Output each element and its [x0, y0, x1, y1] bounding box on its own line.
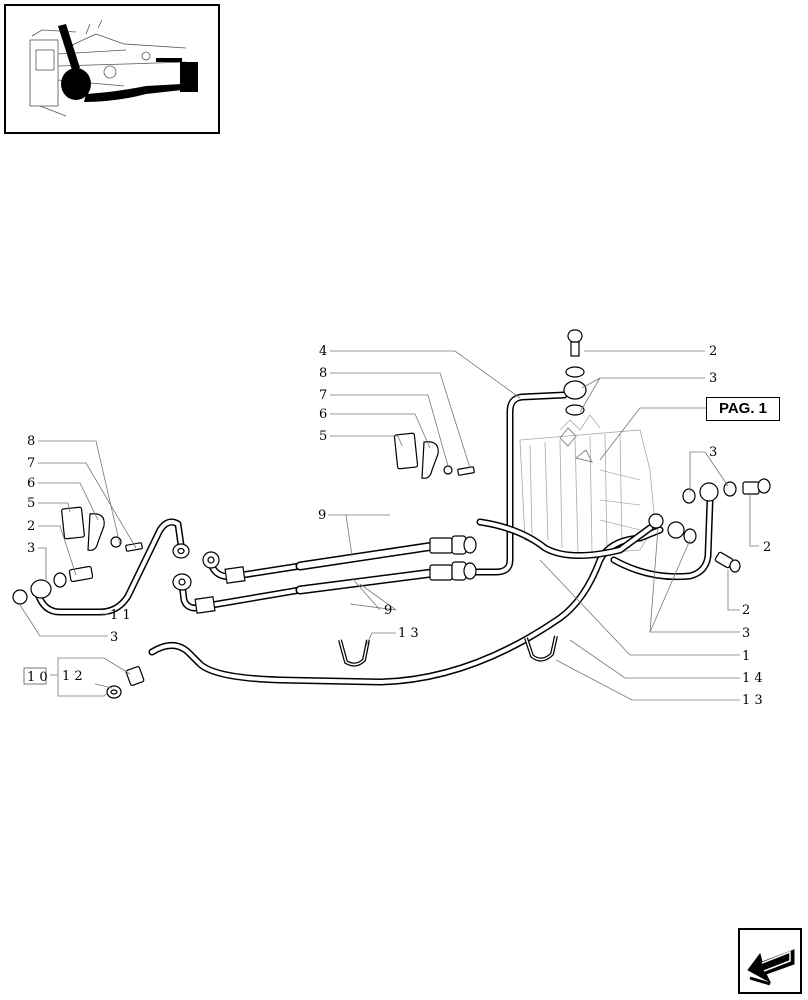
callout-13: 1 3	[742, 693, 763, 708]
hose-9-lower	[178, 561, 477, 614]
pipe-14	[148, 526, 664, 686]
leader-lines	[19, 350, 759, 701]
callout-3: 3	[110, 630, 118, 645]
banjo-fitting-top	[563, 329, 587, 416]
banjo-fitting-lower-right	[648, 513, 741, 573]
callout-11: 1 1	[110, 608, 131, 623]
callout-8: 8	[319, 366, 327, 381]
callout-2: 2	[709, 344, 717, 359]
clamp-assembly-left	[61, 506, 143, 552]
banjo-fitting-left	[12, 565, 94, 605]
pipe-1	[476, 518, 654, 560]
callout-9: 9	[318, 508, 326, 523]
callout-10: 1 0	[27, 670, 48, 685]
callout-5: 5	[27, 496, 35, 511]
location-thumbnail	[4, 4, 220, 134]
callout-10-box: 1 0	[23, 667, 48, 685]
callout-14: 1 4	[742, 671, 763, 686]
callout-4: 4	[319, 344, 327, 359]
previous-page-button[interactable]	[738, 928, 802, 994]
pipe-4	[472, 391, 568, 576]
hose-clip-mid	[338, 639, 370, 667]
banjo-fitting-right	[682, 478, 771, 504]
callout-3: 3	[709, 371, 717, 386]
pipe-11	[34, 518, 186, 616]
callout-3: 3	[27, 541, 35, 556]
callout-7: 7	[27, 456, 35, 471]
callout-labels: 4 8 7 6 5 2 3 3 2 8 7 6 5 2 3 1 1 3 9 9 …	[27, 344, 771, 708]
callout-6: 6	[319, 407, 327, 422]
previous-page-arrow-icon	[747, 949, 795, 986]
callout-2: 2	[742, 603, 750, 618]
callout-2: 2	[27, 519, 35, 534]
hose-9-upper	[206, 535, 477, 584]
control-valve-block	[519, 414, 656, 556]
callout-6: 6	[27, 476, 35, 491]
callout-3: 3	[709, 445, 717, 460]
callout-1: 1	[742, 649, 750, 664]
callout-12: 1 2	[62, 669, 83, 684]
callout-13: 1 3	[398, 626, 419, 641]
callout-5: 5	[319, 429, 327, 444]
callout-7: 7	[319, 388, 327, 403]
tractor-location-thumbnail-icon	[29, 19, 198, 117]
fitting-12	[106, 666, 145, 699]
callout-8: 8	[27, 434, 35, 449]
callout-2: 2	[763, 540, 771, 555]
clamp-assembly-upper	[393, 432, 475, 479]
callout-3: 3	[742, 626, 750, 641]
pipe-right-vertical	[610, 496, 714, 581]
hose-clip-right	[524, 635, 558, 662]
callout-9: 9	[384, 603, 392, 618]
page-reference-link[interactable]: PAG. 1	[706, 397, 780, 421]
